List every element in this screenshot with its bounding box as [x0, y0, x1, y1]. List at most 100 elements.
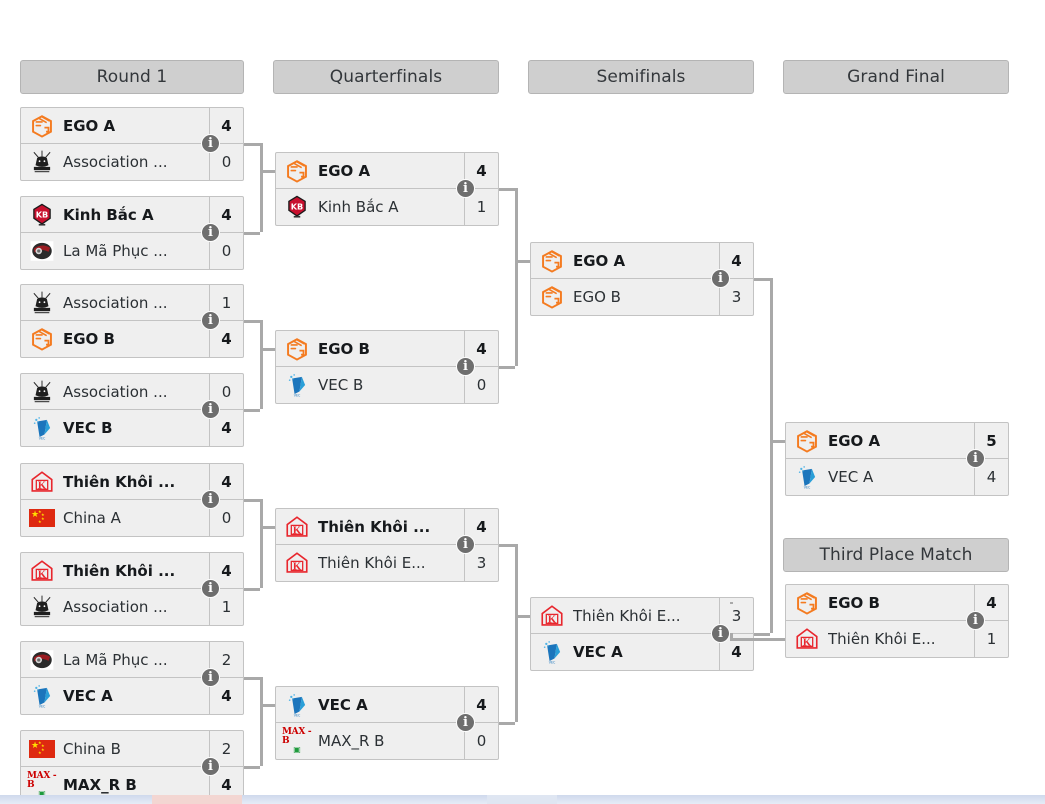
team-score: 4 — [974, 459, 1008, 495]
info-icon[interactable]: i — [201, 579, 220, 598]
bracket-connector — [260, 170, 275, 173]
team-score: 0 — [209, 144, 243, 180]
info-icon[interactable]: i — [966, 449, 985, 468]
team-logo-cell: VEC — [531, 634, 573, 670]
info-icon[interactable]: i — [456, 713, 475, 732]
thienkhoi-logo-icon: K — [284, 514, 310, 540]
bracket-connector — [499, 544, 515, 547]
vec-logo-icon: VEC — [284, 372, 310, 398]
association-logo-icon — [29, 290, 55, 316]
team-logo-cell: KB — [276, 189, 318, 225]
team-score: 2 — [209, 642, 243, 677]
team-logo-cell: VEC — [21, 678, 63, 714]
team-name: EGO A — [828, 431, 881, 450]
team-name: China B — [63, 739, 121, 758]
bracket-connector — [499, 366, 515, 369]
team-logo-cell — [276, 331, 318, 366]
match-participant-row[interactable]: Association ...0 — [21, 144, 243, 180]
match-participant-row[interactable]: La Mã Phục ...2 — [21, 642, 243, 678]
info-icon[interactable]: i — [711, 269, 730, 288]
team-name: Thiên Khôi E... — [573, 606, 681, 625]
info-icon[interactable]: i — [456, 535, 475, 554]
team-score: 0 — [464, 723, 498, 759]
info-icon[interactable]: i — [201, 134, 220, 153]
match-participant-row[interactable]: La Mã Phục ...0 — [21, 233, 243, 269]
info-icon[interactable]: i — [201, 400, 220, 419]
info-icon[interactable]: i — [201, 757, 220, 776]
team-logo-cell — [21, 374, 63, 409]
maxr-logo-icon: MAX - B▣ — [282, 727, 312, 754]
info-icon[interactable]: i — [201, 490, 220, 509]
info-icon[interactable]: i — [201, 223, 220, 242]
team-logo-cell: MAX - B▣ — [21, 767, 63, 803]
team-score: 0 — [209, 233, 243, 269]
lama-logo-icon — [29, 238, 55, 264]
team-logo-cell — [21, 108, 63, 143]
ego-logo-icon — [794, 428, 820, 454]
taskbar-edge — [0, 795, 1045, 804]
team-score: 0 — [464, 367, 498, 403]
info-icon[interactable]: i — [966, 611, 985, 630]
info-icon[interactable]: i — [456, 357, 475, 376]
match-participant-row[interactable]: Association ...0 — [21, 374, 243, 410]
info-icon[interactable]: i — [456, 179, 475, 198]
info-icon[interactable]: i — [711, 624, 730, 643]
thienkhoi-logo-icon: K — [539, 603, 565, 629]
team-name: EGO A — [573, 251, 626, 270]
team-logo-cell — [21, 285, 63, 320]
bracket-connector — [730, 633, 733, 638]
team-score: 4 — [209, 410, 243, 446]
vec-logo-icon: VEC — [284, 692, 310, 718]
match-participant-row[interactable]: Association ...1 — [21, 285, 243, 321]
info-icon[interactable]: i — [201, 311, 220, 330]
team-logo-cell — [276, 153, 318, 188]
info-icon[interactable]: i — [201, 668, 220, 687]
team-logo-cell: ★★★★★ — [21, 731, 63, 766]
bracket-connector — [260, 677, 263, 766]
match-participant-row[interactable]: Association ...1 — [21, 589, 243, 625]
svg-text:K: K — [293, 562, 302, 573]
